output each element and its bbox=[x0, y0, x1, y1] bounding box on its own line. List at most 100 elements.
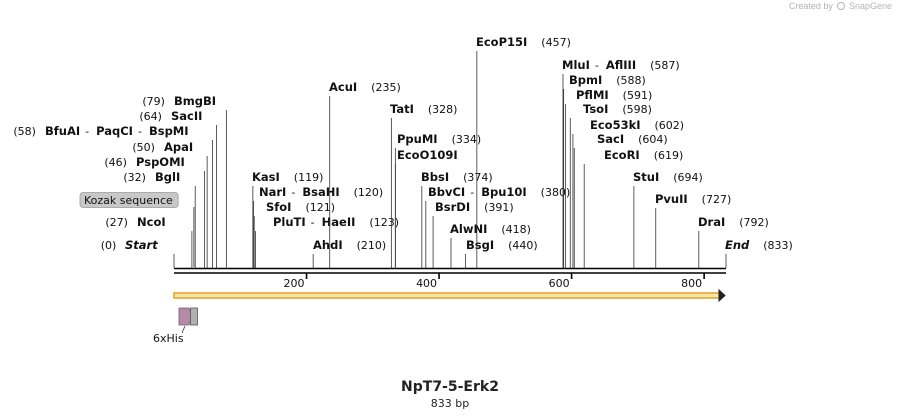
site-position: (32) bbox=[123, 171, 146, 184]
restriction-site: TsoI(598) bbox=[569, 102, 652, 268]
site-position: (374) bbox=[463, 171, 493, 184]
site-name: SacII bbox=[171, 109, 202, 123]
site-position: (119) bbox=[294, 171, 324, 184]
site-name: DraI bbox=[698, 215, 725, 229]
ruler-tick-label: 600 bbox=[549, 277, 570, 290]
restriction-site: AlwNI(418) bbox=[450, 222, 531, 268]
site-name: SacI bbox=[597, 132, 624, 146]
site-name: BmgBI bbox=[174, 94, 216, 108]
ruler-tick-label: 200 bbox=[284, 277, 305, 290]
site-position: (604) bbox=[638, 133, 668, 146]
restriction-site: BpmI(588) bbox=[563, 73, 646, 268]
restriction-site: DraI (792) bbox=[698, 215, 769, 268]
site-name: AcuI bbox=[329, 80, 357, 94]
site-name: PpuMI bbox=[397, 132, 438, 146]
site-name: BsgI bbox=[466, 238, 494, 252]
site-name-separator: - bbox=[85, 125, 89, 138]
site-name: BsrDI bbox=[435, 200, 470, 214]
site-position: (792) bbox=[739, 216, 769, 229]
kozak-label: Kozak sequence bbox=[84, 194, 173, 207]
his-tag-label: 6xHis bbox=[153, 332, 184, 345]
site-name: StuI bbox=[633, 170, 659, 184]
site-position: (334) bbox=[452, 133, 482, 146]
site-position: (120) bbox=[354, 186, 384, 199]
site-name: End bbox=[725, 238, 750, 252]
site-position: (587) bbox=[650, 59, 680, 72]
site-name: BspMI bbox=[149, 124, 189, 138]
site-name: AlwNI bbox=[450, 222, 487, 236]
site-name: PluTI bbox=[273, 215, 306, 229]
site-name: KasI bbox=[252, 170, 280, 184]
site-name: BfuAI bbox=[45, 124, 80, 138]
site-name: ApaI bbox=[164, 140, 193, 154]
restriction-site: PflMI(591) bbox=[565, 88, 652, 268]
site-name: PvuII bbox=[655, 192, 688, 206]
site-name: EcoRI bbox=[604, 148, 640, 162]
restriction-site: EcoP15I(457) bbox=[476, 35, 571, 268]
restriction-site: SacI (604) bbox=[573, 132, 668, 268]
restriction-site: End (833) bbox=[725, 238, 793, 268]
site-position: (440) bbox=[508, 239, 538, 252]
sequence-title: NpT7-5-Erk2 bbox=[401, 379, 499, 395]
site-position: (727) bbox=[702, 193, 732, 206]
restriction-site: AhdI (210) bbox=[312, 238, 387, 268]
snapgene-credit: Created by SnapGene bbox=[789, 1, 892, 11]
restriction-site: KasI (119) bbox=[252, 170, 323, 268]
restriction-site: StuI(694) bbox=[633, 170, 703, 268]
site-name: PspOMI bbox=[136, 155, 185, 169]
site-name: BpmI bbox=[569, 73, 602, 87]
sequence-length: 833 bp bbox=[430, 397, 470, 410]
site-name: HaeII bbox=[322, 215, 356, 229]
site-name: BbvCI bbox=[428, 185, 465, 199]
site-name: PflMI bbox=[576, 88, 609, 102]
restriction-site: NarI - BsaHI (120) bbox=[253, 185, 384, 268]
restriction-site: (27)NcoI bbox=[105, 215, 193, 268]
site-name: EcoP15I bbox=[476, 35, 527, 49]
snapgene-logo-icon bbox=[837, 2, 846, 10]
restriction-site: TatI (328) bbox=[390, 102, 457, 268]
site-name: MluI bbox=[562, 58, 590, 72]
restriction-site: EcoRI(619) bbox=[583, 148, 683, 268]
restriction-site: SfoI(121) bbox=[253, 200, 335, 268]
restriction-site: (46) PspOMI bbox=[104, 155, 205, 268]
restriction-site: AcuI(235) bbox=[329, 80, 401, 268]
ruler-tick-label: 800 bbox=[681, 277, 702, 290]
cds-arrow-head bbox=[718, 288, 726, 303]
cds-feature-bar bbox=[173, 292, 721, 299]
his-tag-feature bbox=[178, 307, 193, 326]
site-name: NarI bbox=[259, 185, 286, 199]
site-position: (210) bbox=[357, 239, 387, 252]
restriction-site: (79) BmgBI bbox=[142, 94, 227, 268]
credit-brand: SnapGene bbox=[848, 1, 892, 11]
site-position: (58) bbox=[13, 125, 36, 138]
site-position: (328) bbox=[428, 103, 458, 116]
site-name: NcoI bbox=[137, 215, 166, 229]
site-name: AhdI bbox=[313, 238, 343, 252]
site-name: PaqCI bbox=[96, 124, 133, 138]
site-position: (64) bbox=[139, 110, 162, 123]
site-name: BsaHI bbox=[302, 185, 339, 199]
site-name: BglI bbox=[155, 170, 180, 184]
site-position: (0) bbox=[101, 239, 117, 252]
site-name-separator: - bbox=[138, 125, 142, 138]
site-name: TsoI bbox=[583, 102, 608, 116]
site-name: Start bbox=[125, 238, 158, 252]
site-position: (391) bbox=[484, 201, 514, 214]
site-name: TatI bbox=[390, 102, 414, 116]
site-position: (79) bbox=[142, 95, 165, 108]
his-tag-leader bbox=[181, 325, 186, 334]
site-name-separator: - bbox=[595, 59, 599, 72]
site-position: (46) bbox=[104, 156, 127, 169]
site-position: (833) bbox=[763, 239, 793, 252]
restriction-site: PvuII (727) bbox=[655, 192, 731, 268]
site-position: (602) bbox=[655, 119, 685, 132]
site-position: (123) bbox=[369, 216, 399, 229]
restriction-site: (0) Start bbox=[101, 238, 175, 268]
site-name-separator: - bbox=[311, 216, 315, 229]
site-position: (121) bbox=[305, 201, 335, 214]
credit-text: Created by bbox=[788, 1, 833, 11]
site-name: AflIII bbox=[606, 58, 636, 72]
site-name: BbsI bbox=[421, 170, 449, 184]
restriction-sites: (0)Start(27)NcoI(32)BglI(46)PspOMI(50)Ap… bbox=[13, 35, 793, 268]
